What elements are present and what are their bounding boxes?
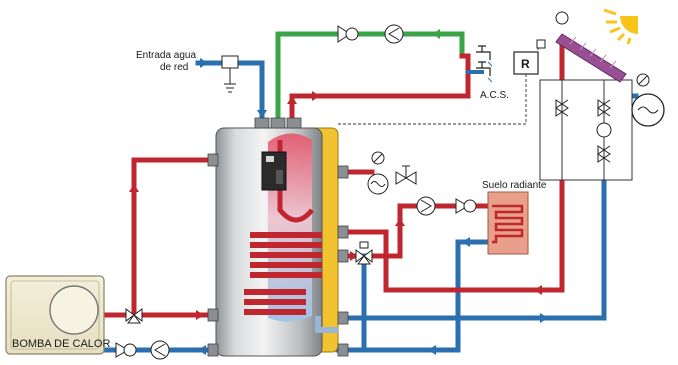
floor-heating-label: Suelo radiante — [482, 180, 547, 191]
tap-icon — [476, 45, 491, 60]
controller-wire — [338, 74, 527, 125]
check-valve-icon — [337, 25, 351, 43]
flow-arrow — [196, 310, 204, 320]
heating-expansion-wave — [370, 181, 386, 187]
collector-sensor — [555, 11, 569, 25]
side-port — [337, 311, 349, 325]
side-port — [337, 165, 349, 179]
dhw-branch-pipe — [459, 53, 471, 99]
solar-supply-pipe — [335, 37, 565, 293]
three-way-valve-icon — [355, 249, 373, 265]
sun-icon — [603, 8, 638, 45]
pump-triangle — [154, 343, 166, 357]
controller-label: R — [521, 57, 530, 71]
pump-triangle — [388, 27, 400, 41]
check-valve-ball — [463, 199, 477, 213]
tap-icon — [476, 61, 491, 76]
heat-pump-fan — [49, 285, 99, 335]
side-port — [337, 343, 349, 357]
floor-return-pipe — [335, 239, 493, 353]
solar-panel — [555, 33, 627, 83]
side-port — [207, 153, 219, 167]
three-way-valve-icon — [125, 308, 143, 324]
components — [115, 24, 493, 360]
sun-rays — [603, 8, 632, 45]
heat-pump: BOMBA DE CALOR — [5, 275, 110, 355]
flow-arrow — [129, 184, 139, 192]
check-valve-icon — [115, 342, 129, 358]
upper-coil — [250, 232, 322, 278]
side-port — [207, 343, 219, 357]
cold-inlet-pipe — [195, 60, 265, 121]
pump-icon — [416, 196, 436, 216]
water-inlet-label-line2: de red — [160, 62, 188, 73]
thermometer-needle — [373, 153, 383, 163]
tank-control-knob — [276, 170, 283, 184]
solar-collector — [555, 11, 627, 83]
station-pump — [596, 122, 612, 138]
tank-side-ports — [207, 153, 349, 357]
solar-return-pipe — [335, 177, 607, 321]
side-port — [207, 308, 219, 322]
side-port — [337, 225, 349, 239]
flow-arrow — [428, 345, 436, 355]
flow-arrow — [462, 237, 470, 247]
pump-triangle — [420, 199, 432, 213]
dhw-label: A.C.S. — [480, 90, 509, 101]
water-inlet-label-line1: Entrada agua — [136, 50, 196, 61]
tank-inner-jacket — [277, 140, 314, 223]
radiant-floor-coil — [492, 204, 524, 244]
flow-arrows — [129, 29, 548, 355]
check-valve-ball — [345, 27, 359, 41]
flow-arrow — [287, 96, 297, 104]
valve-actuator — [359, 241, 369, 249]
side-port — [337, 249, 349, 263]
flow-arrow — [534, 285, 542, 295]
tank-top-port — [286, 117, 302, 129]
drain-icon — [224, 68, 236, 93]
solar-station — [539, 73, 665, 181]
heat-pump-label: BOMBA DE CALOR — [12, 338, 110, 350]
station-valve — [597, 145, 611, 163]
station-valve — [555, 99, 569, 117]
flow-arrow — [312, 91, 320, 101]
station-valve — [597, 99, 611, 117]
pressure-reducer-icon — [221, 55, 239, 69]
controller: R — [338, 39, 546, 125]
safety-valve-stem — [402, 165, 410, 178]
flow-arrow — [198, 345, 206, 355]
radiant-floor: Suelo radiante — [482, 180, 547, 255]
pump-icon — [384, 24, 404, 44]
tank-control-display — [266, 156, 274, 162]
controller-sensor — [536, 39, 546, 49]
sun-body — [620, 16, 638, 34]
tank-coils — [244, 232, 338, 333]
solar-station-box — [539, 79, 633, 181]
tap-water — [487, 61, 493, 83]
hp-supply-pipe — [102, 157, 219, 318]
tank-top-port — [254, 117, 270, 129]
flow-arrow — [200, 58, 208, 68]
coil-return — [315, 316, 338, 333]
check-valve-ball — [123, 343, 137, 357]
expansion-vessel-wave — [637, 106, 659, 114]
pump-icon — [150, 340, 170, 360]
tank-top-port — [270, 117, 286, 129]
lower-coil — [244, 289, 306, 315]
pressure-gauge-needle — [638, 75, 648, 85]
flow-arrow — [257, 110, 267, 118]
heat-pump-inner — [10, 280, 100, 350]
flow-arrow — [540, 313, 548, 323]
check-valve-icon — [455, 198, 469, 214]
solar-loop-pipe — [275, 31, 465, 121]
solar-panel-grid — [569, 36, 617, 69]
flow-arrow — [395, 218, 405, 226]
flow-arrow — [350, 251, 358, 261]
flow-arrow — [432, 29, 440, 39]
